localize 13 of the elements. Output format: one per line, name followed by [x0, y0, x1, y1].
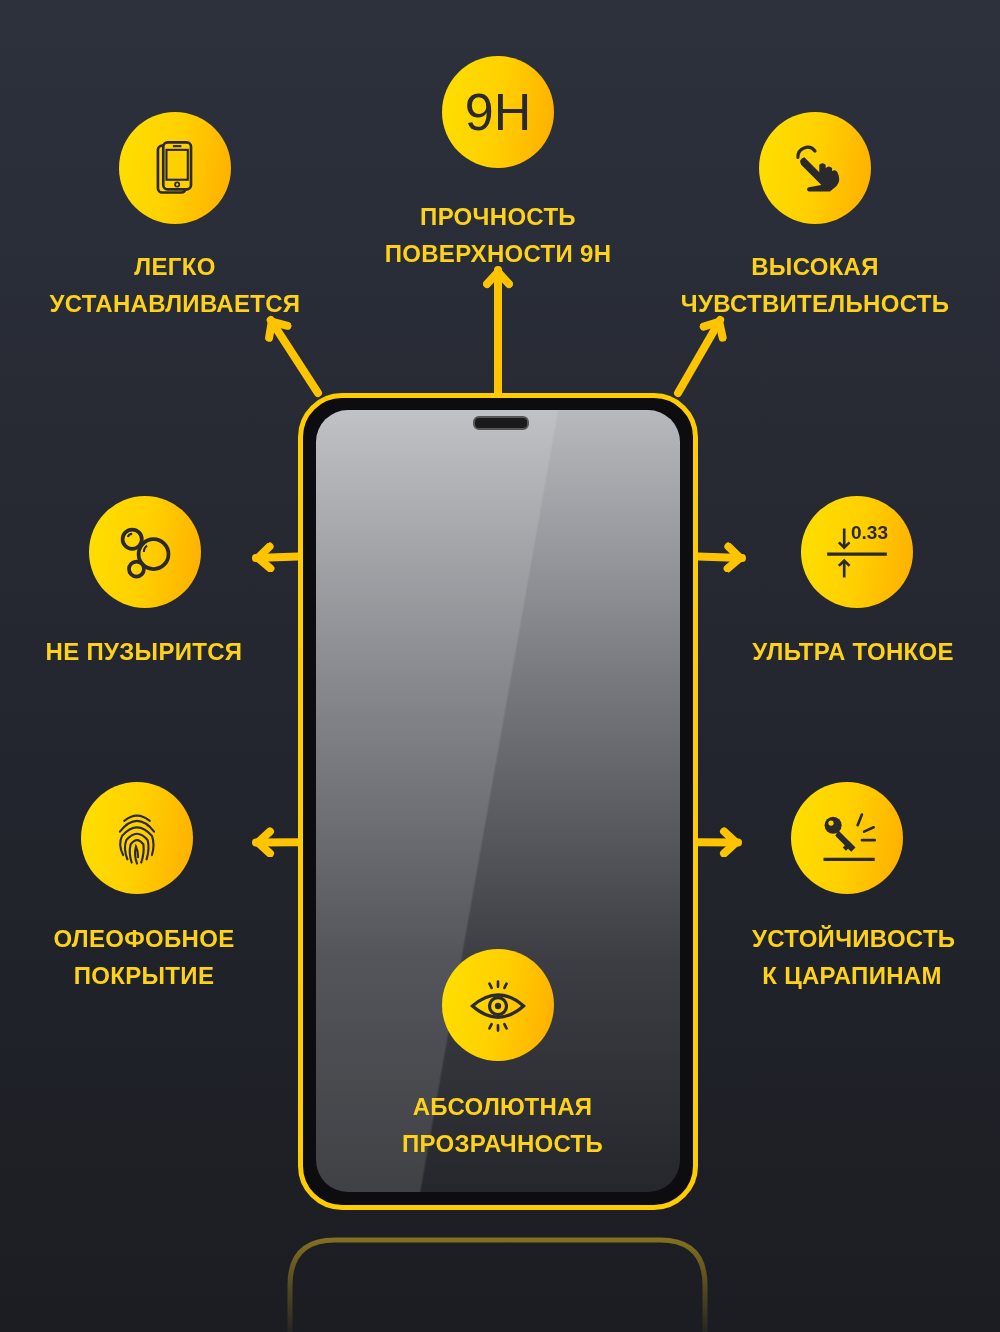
thickness-value: 0.33	[851, 522, 888, 544]
arrow	[265, 316, 322, 397]
feature-label: УСТОЙЧИВОСТЬ К ЦАРАПИНАМ	[752, 924, 952, 991]
feature-label: ЛЕГКО УСТАНАВЛИВАЕТСЯ	[48, 252, 302, 319]
feature-label: АБСОЛЮТНАЯ ПРОЗРАЧНОСТЬ	[400, 1092, 605, 1159]
feature-label: ПРОЧНОСТЬ ПОВЕРХНОСТИ 9H	[383, 202, 613, 269]
hardness-value: 9H	[463, 82, 533, 143]
feature-label: ОЛЕОФОБНОЕ ПОКРЫТИЕ	[52, 924, 236, 991]
feature-label: ВЫСОКАЯ ЧУВСТВИТЕЛЬНОСТЬ	[679, 252, 951, 319]
arrow	[674, 316, 727, 397]
feature-label: УЛЬТРА ТОНКОЕ	[751, 637, 955, 667]
phone-drawing	[298, 393, 698, 1210]
feature-label: НЕ ПУЗЫРИТСЯ	[44, 637, 244, 667]
